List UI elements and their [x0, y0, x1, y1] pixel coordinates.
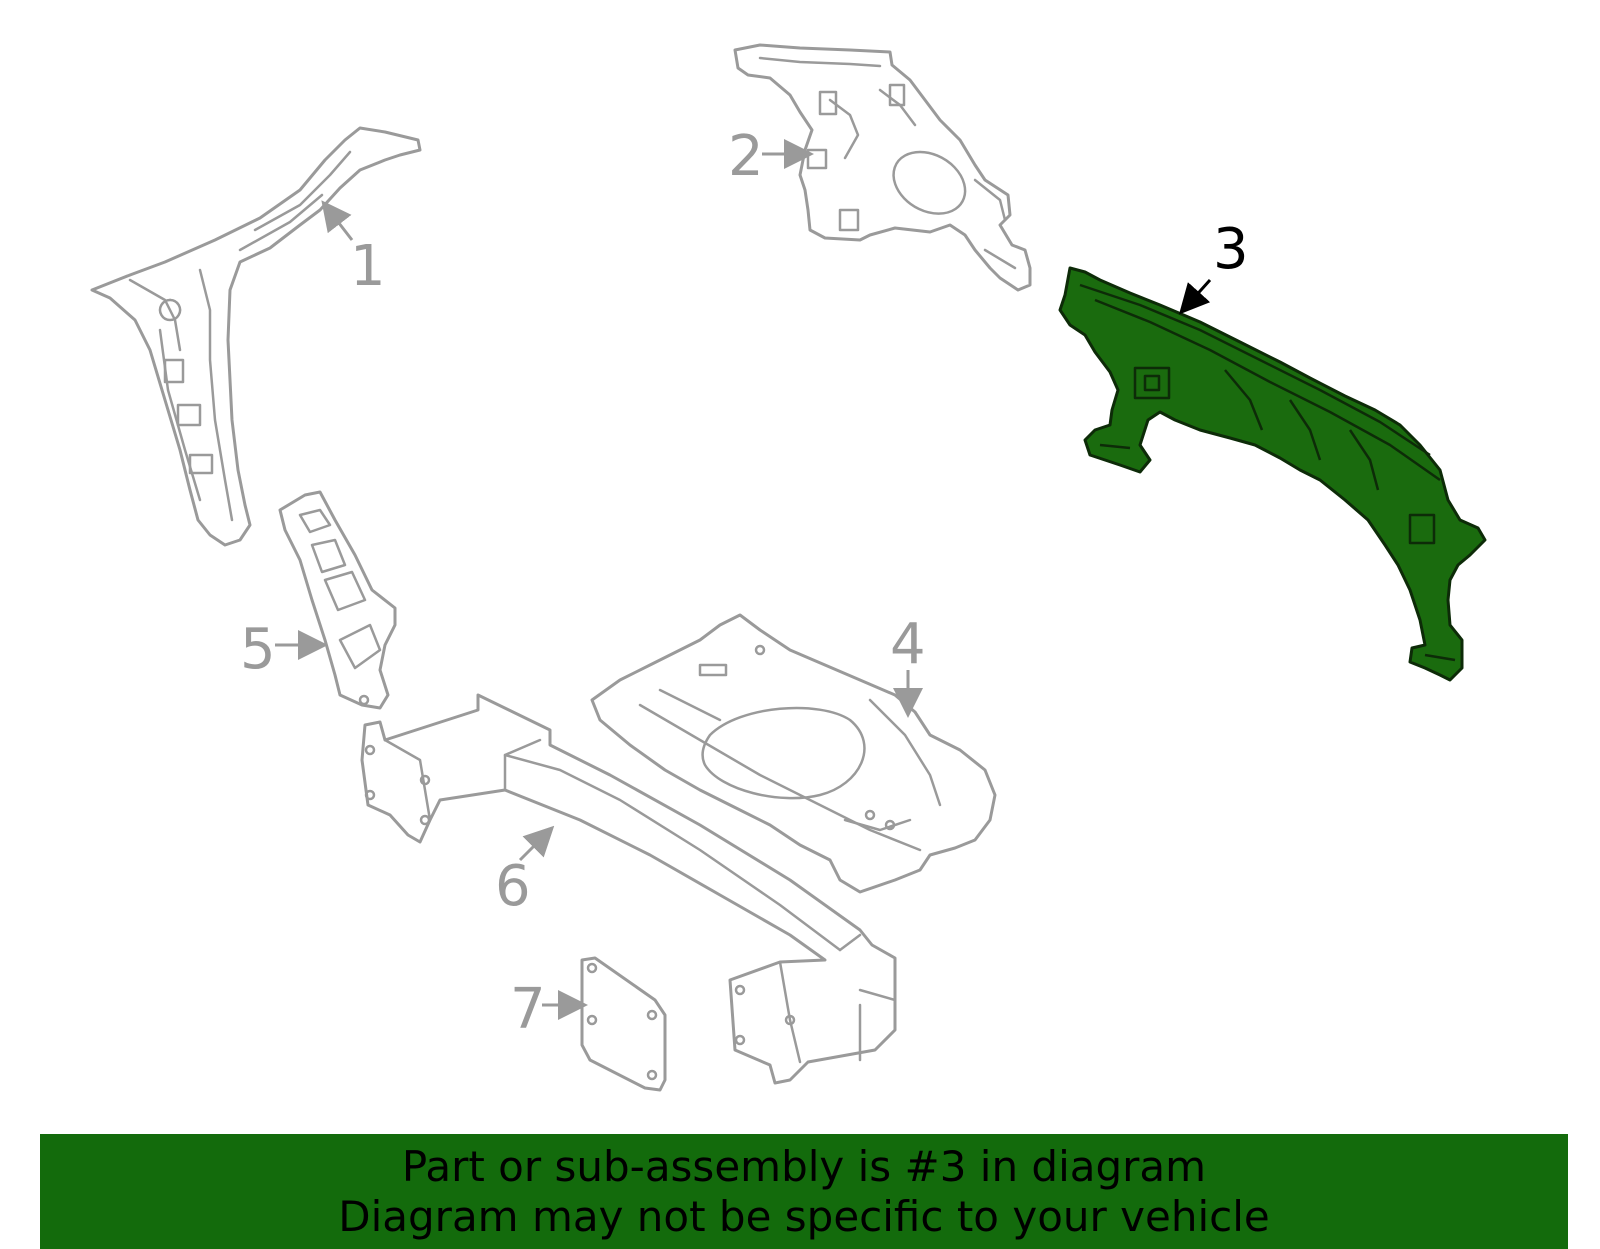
- callout-label-1: 1: [350, 234, 386, 299]
- part-1-bracket[interactable]: [90, 126, 422, 547]
- callout-label-7: 7: [510, 977, 546, 1042]
- callout-label-2: 2: [728, 124, 764, 189]
- banner-line-1: Part or sub-assembly is #3 in diagram: [401, 1141, 1207, 1191]
- callout-2[interactable]: 2: [728, 124, 814, 189]
- banner-line-2: Diagram may not be specific to your vehi…: [338, 1191, 1270, 1241]
- callout-3[interactable]: 3: [1178, 217, 1249, 315]
- callout-label-5: 5: [240, 617, 276, 682]
- leader-6: [518, 825, 555, 862]
- leader-3: [1178, 278, 1212, 315]
- part-3-reinforcement[interactable]: [1058, 266, 1487, 682]
- part-6-bumper-beam[interactable]: [360, 693, 897, 1085]
- callout-label-3: 3: [1213, 217, 1249, 282]
- part-5-bracket[interactable]: [278, 490, 397, 710]
- callout-label-6: 6: [495, 854, 531, 919]
- callout-6[interactable]: 6: [495, 825, 555, 919]
- info-banner: Part or sub-assembly is #3 in diagram Di…: [40, 1134, 1568, 1249]
- callout-4[interactable]: 4: [890, 612, 926, 718]
- leader-1: [321, 200, 354, 241]
- part-4-carrier[interactable]: [590, 613, 997, 894]
- callout-5[interactable]: 5: [240, 617, 328, 682]
- part-7-plate[interactable]: [580, 956, 667, 1092]
- callout-label-4: 4: [890, 612, 926, 677]
- part-2-mount[interactable]: [733, 43, 1032, 292]
- callout-7[interactable]: 7: [510, 977, 588, 1042]
- callout-1[interactable]: 1: [321, 200, 386, 299]
